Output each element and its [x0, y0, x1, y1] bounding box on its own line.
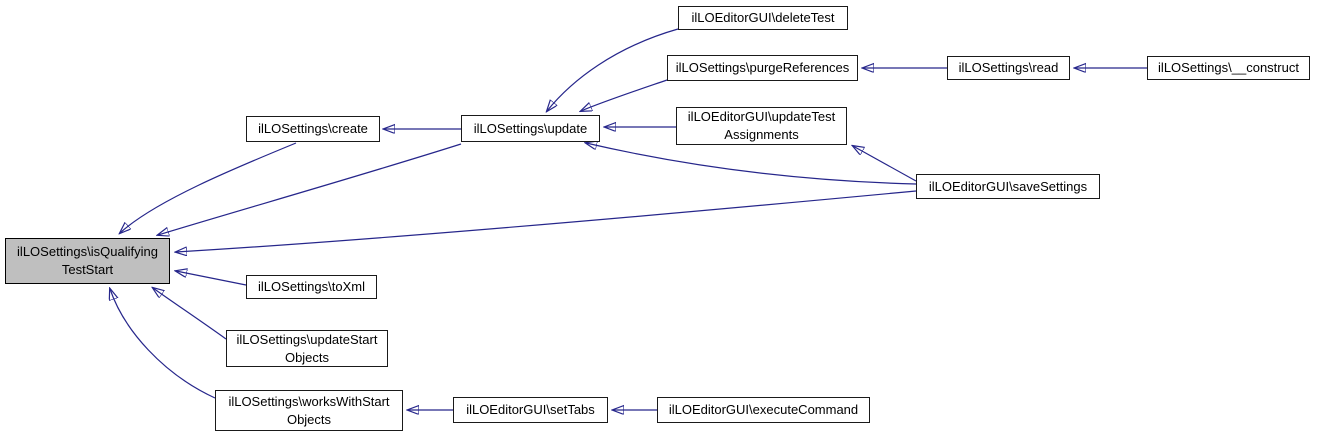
node-purgereferences[interactable]: ilLOSettings\purgeReferences [667, 55, 858, 81]
edge-saveSettings-to-updateTestAssignments [853, 146, 917, 182]
node-construct[interactable]: ilLOSettings\__construct [1147, 56, 1310, 80]
node-label: ilLOSettings\updateStart [236, 331, 378, 347]
node-update[interactable]: ilLOSettings\update [461, 115, 600, 142]
node-savesettings[interactable]: ilLOEditorGUI\saveSettings [916, 174, 1100, 199]
node-updatetestassignments[interactable]: ilLOEditorGUI\updateTest Assignments [676, 107, 847, 145]
node-label: Assignments [724, 127, 799, 142]
node-deletetest[interactable]: ilLOEditorGUI\deleteTest [678, 6, 848, 30]
edge-saveSettings-to-update [586, 143, 917, 185]
node-executecommand[interactable]: ilLOEditorGUI\executeCommand [657, 397, 870, 423]
node-label: ilLOSettings\create [258, 121, 368, 137]
node-label: ilLOEditorGUI\executeCommand [668, 402, 859, 418]
node-label: Objects [286, 411, 332, 427]
edge-worksWithStartObjects-to-isQualifyingTestStart [110, 289, 216, 399]
edge-purgeReferences-to-update [581, 79, 668, 111]
edge-updateStartObjects-to-isQualifyingTestStart [153, 288, 227, 340]
node-create[interactable]: ilLOSettings\create [246, 116, 380, 142]
node-label: ilLOEditorGUI\saveSettings [928, 178, 1088, 194]
edge-create-to-isQualifyingTestStart [120, 142, 297, 233]
edge-deleteTest-to-update [547, 28, 679, 111]
node-label: ilLOEditorGUI\setTabs [466, 402, 595, 418]
node-isqualifyingteststart: ilLOSettings\isQualifying TestStart [5, 238, 170, 284]
node-label: ilLOEditorGUI\updateTest [687, 109, 836, 125]
node-label: ilLOSettings\read [958, 60, 1059, 76]
node-label: ilLOSettings\__construct [1158, 60, 1299, 76]
edge-update-to-isQualifyingTestStart [158, 143, 462, 235]
node-label: ilLOSettings\toXml [258, 279, 365, 295]
node-label: ilLOSettings\worksWithStart [228, 393, 390, 409]
node-label: ilLOEditorGUI\deleteTest [691, 10, 835, 26]
node-updatestartobjects[interactable]: ilLOSettings\updateStart Objects [226, 330, 388, 367]
edge-toXml-to-isQualifyingTestStart [176, 271, 247, 286]
node-settabs[interactable]: ilLOEditorGUI\setTabs [453, 397, 608, 423]
node-label: Objects [284, 349, 330, 365]
node-workswithstartobjects[interactable]: ilLOSettings\worksWithStart Objects [215, 390, 403, 431]
node-label: ilLOSettings\purgeReferences [675, 60, 850, 76]
node-label: ilLOSettings\isQualifying [17, 244, 158, 260]
node-label: TestStart [61, 262, 114, 277]
node-label: ilLOSettings\update [473, 120, 588, 136]
node-read[interactable]: ilLOSettings\read [947, 56, 1070, 80]
edge-saveSettings-to-isQualifyingTestStart [176, 190, 917, 252]
node-toxml[interactable]: ilLOSettings\toXml [246, 275, 377, 299]
